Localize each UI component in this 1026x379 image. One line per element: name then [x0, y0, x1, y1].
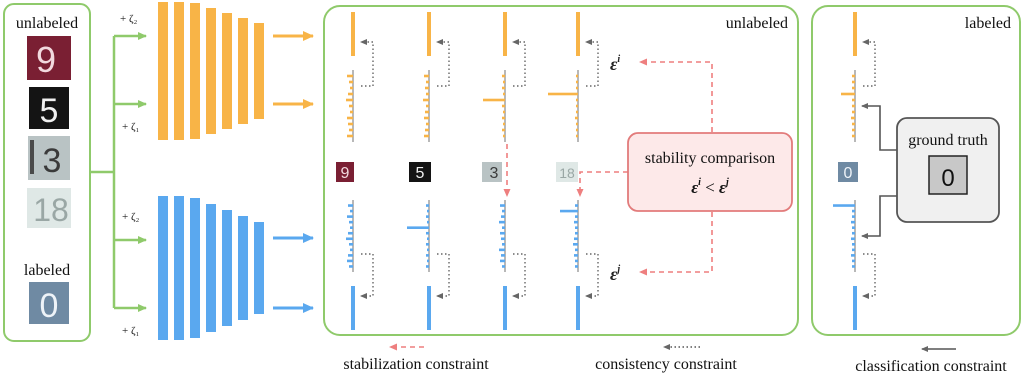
noise-top-zeta1: + ζ₁ — [122, 121, 140, 133]
svg-text:9: 9 — [36, 39, 56, 80]
unlabeled-sample-5: 5 — [29, 87, 69, 130]
svg-text:3: 3 — [43, 142, 62, 180]
blue-consistency-2 — [512, 253, 526, 299]
blue-bottom-bar-3 — [576, 286, 580, 330]
epsilon-i-label: εi — [610, 54, 620, 74]
unlabeled-sample-18: 18 — [27, 188, 71, 228]
svg-text:18: 18 — [559, 165, 575, 181]
svg-text:εj: εj — [610, 264, 620, 284]
legend-classification: classification constraint — [855, 346, 1007, 375]
labeled-blue-dist — [833, 200, 856, 272]
orange-dist-2 — [483, 70, 506, 142]
legend-stabilization: stabilization constraint — [343, 343, 489, 373]
blue-network — [158, 196, 264, 340]
prediction-columns — [346, 12, 599, 330]
blue-dist-2 — [499, 200, 506, 272]
thumb-3: 3 — [482, 162, 502, 182]
blue-consistency-0 — [360, 253, 374, 299]
blue-bottom-bar-0 — [351, 286, 355, 330]
orange-dist-3 — [548, 70, 579, 142]
epsilon-j-label: εj — [610, 264, 620, 284]
labeled-sample-0: 0 — [29, 282, 69, 325]
blue-dist-0 — [346, 200, 354, 272]
svg-text:stabilization constraint: stabilization constraint — [343, 356, 489, 373]
blue-bottom-bar-2 — [503, 286, 507, 330]
orange-top-bar-0 — [351, 12, 355, 56]
svg-text:consistency constraint: consistency constraint — [595, 356, 737, 373]
ground-truth-title: ground truth — [908, 132, 988, 149]
unlabeled-sample-9: 9 — [27, 36, 71, 80]
labeled-prediction-column — [833, 12, 876, 330]
input-unlabeled-label: unlabeled — [16, 15, 78, 32]
legend-consistency: consistency constraint — [595, 344, 737, 373]
noise-bottom-zeta1: + ζ₁ — [122, 325, 140, 337]
ground-truth-box: ground truth 0 — [896, 117, 1000, 223]
labeled-orange-dist — [841, 70, 856, 142]
unlabeled-sample-3: 3 — [28, 136, 70, 180]
classification-arrows — [861, 103, 897, 239]
orange-top-bar-1 — [427, 12, 431, 56]
stability-comparison-box: stability comparison εi < εj — [627, 132, 793, 212]
svg-text:5: 5 — [416, 165, 425, 182]
thumb-9: 9 — [336, 162, 354, 182]
thumb-5: 5 — [409, 162, 431, 182]
orange-dist-1 — [423, 70, 430, 142]
svg-text:0: 0 — [844, 165, 853, 182]
ground-truth-value: 0 — [941, 165, 954, 192]
thumb-18: 18 — [556, 162, 578, 182]
orange-network — [158, 2, 264, 140]
svg-text:εi: εi — [610, 54, 620, 74]
noise-top-zeta2: + ζ₂ — [120, 13, 138, 25]
blue-dist-1 — [407, 200, 430, 272]
blue-consistency-3 — [585, 253, 599, 299]
stability-comparison-title: stability comparison — [645, 150, 775, 167]
thumb-labeled-0: 0 — [838, 162, 858, 182]
labeled-orange-top-bar — [853, 12, 857, 56]
stability-comparison-formula: εi < εj — [691, 177, 729, 197]
blue-consistency-1 — [436, 253, 450, 299]
svg-text:9: 9 — [341, 165, 350, 182]
labeled-blue-consistency — [862, 253, 876, 299]
svg-text:18: 18 — [33, 192, 69, 228]
labeled-blue-bottom-bar — [853, 286, 857, 330]
input-labeled-label: labeled — [24, 262, 70, 279]
orange-top-bar-3 — [576, 12, 580, 56]
stabilization-arrows — [503, 58, 713, 276]
orange-top-bar-2 — [503, 12, 507, 56]
blue-bottom-bar-1 — [427, 286, 431, 330]
svg-text:5: 5 — [40, 92, 59, 130]
unlabeled-panel-title: unlabeled — [726, 15, 788, 32]
blue-dist-3 — [560, 200, 579, 272]
input-branch-connector — [90, 32, 147, 312]
labeled-panel-title: labeled — [965, 15, 1011, 32]
orange-dist-0 — [346, 70, 354, 142]
svg-text:0: 0 — [40, 287, 59, 325]
svg-text:3: 3 — [490, 165, 499, 182]
network-output-arrows — [273, 31, 314, 313]
svg-text:classification constraint: classification constraint — [855, 358, 1007, 375]
noise-bottom-zeta2: + ζ₂ — [122, 211, 140, 223]
